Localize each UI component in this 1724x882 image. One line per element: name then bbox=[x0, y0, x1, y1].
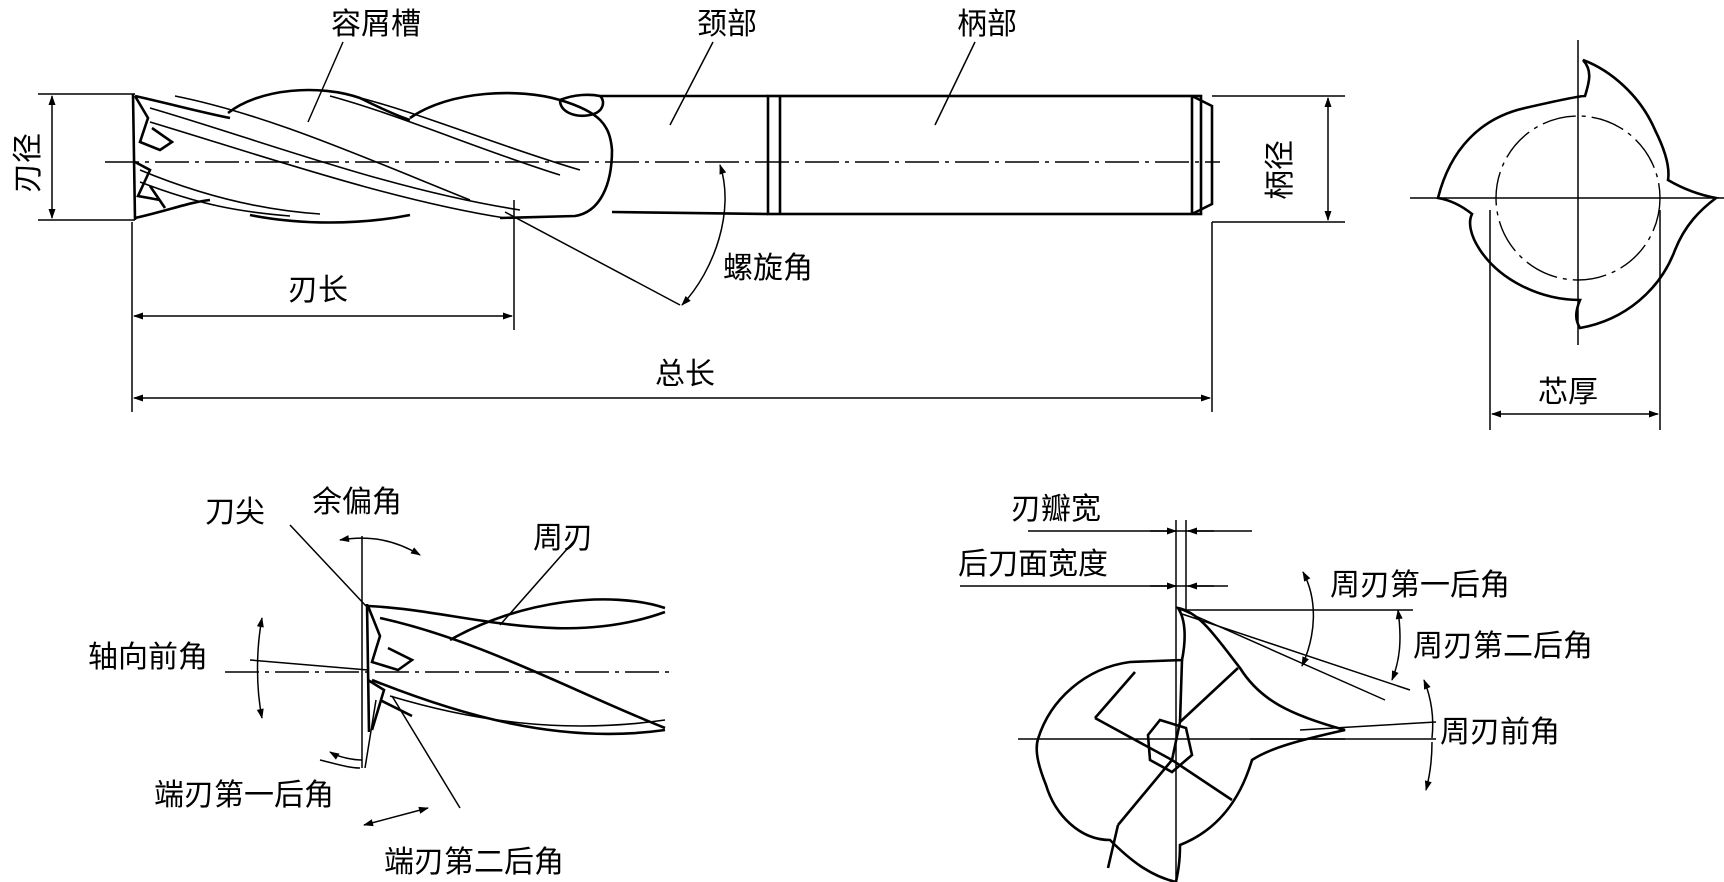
leader-axial-rake bbox=[249, 659, 369, 671]
label-length-of-cut: 刃长 bbox=[288, 273, 348, 308]
label-clearance-face-width: 后刀面宽度 bbox=[958, 547, 1108, 582]
end-secondary-dim bbox=[363, 806, 429, 827]
end-view bbox=[1410, 40, 1724, 430]
label-land-width: 刃瓣宽 bbox=[1011, 492, 1101, 527]
label-axial-rake-angle: 轴向前角 bbox=[88, 640, 208, 675]
detail-tooth-lower bbox=[367, 678, 413, 731]
label-overall-length: 总长 bbox=[655, 357, 715, 392]
peripheral-secondary-line bbox=[1181, 613, 1411, 691]
helix-line-3 bbox=[174, 95, 471, 201]
label-shank: 柄部 bbox=[957, 7, 1017, 42]
end-view-outline bbox=[1436, 58, 1720, 330]
leader-end-secondary bbox=[391, 695, 461, 809]
leader-tip bbox=[289, 524, 367, 607]
detail-helix-3 bbox=[371, 678, 666, 736]
label-helix-angle: 螺旋角 bbox=[723, 251, 813, 286]
end-primary-arc-2 bbox=[329, 751, 363, 761]
peripheral-secondary-arc bbox=[1391, 609, 1403, 681]
label-flute: 容屑槽 bbox=[331, 7, 421, 42]
helix-line-1 bbox=[149, 107, 521, 211]
peripheral-rake-arc bbox=[1423, 679, 1434, 739]
leader-peripheral-edge bbox=[499, 539, 576, 626]
detail-helix-2 bbox=[379, 616, 666, 730]
helix-angle-arc bbox=[681, 164, 727, 306]
label-end-primary-clearance: 端刃第一后角 bbox=[154, 778, 334, 813]
label-dish-angle: 余偏角 bbox=[312, 485, 402, 520]
label-shank-diameter: 柄径 bbox=[1263, 140, 1298, 200]
helix-line-4 bbox=[329, 95, 561, 176]
label-peripheral-primary-clearance: 周刃第一后角 bbox=[1330, 568, 1510, 603]
helix-line-2 bbox=[149, 121, 506, 219]
cs-facet-lines bbox=[1094, 659, 1239, 869]
leader-neck bbox=[669, 41, 714, 126]
leader-shank bbox=[934, 41, 976, 126]
label-neck: 颈部 bbox=[697, 7, 757, 42]
leader-flute bbox=[307, 41, 344, 123]
label-cutting-diameter: 刃径 bbox=[11, 133, 46, 193]
shank-end-chamfer bbox=[1191, 94, 1214, 216]
detail-helix-1 bbox=[367, 604, 666, 630]
core-circle bbox=[1495, 115, 1661, 281]
peripheral-primary-arc bbox=[1301, 571, 1315, 667]
label-tip: 刀尖 bbox=[205, 495, 265, 530]
leader-end-primary bbox=[364, 699, 377, 769]
end-detail-view bbox=[225, 524, 670, 827]
detail-helix-5 bbox=[389, 695, 666, 727]
label-peripheral-edge: 周刃 bbox=[533, 521, 593, 556]
side-view bbox=[38, 41, 1345, 412]
dish-angle-arc bbox=[339, 535, 421, 556]
helix-line-7 bbox=[139, 181, 291, 217]
peripheral-rake-line bbox=[1299, 721, 1437, 731]
peripheral-rake-arc-2 bbox=[1424, 741, 1433, 791]
end-tooth-lower bbox=[134, 160, 167, 209]
end-primary-arc bbox=[319, 759, 361, 769]
detail-helix-4 bbox=[449, 598, 666, 642]
detail-tooth-upper bbox=[366, 605, 415, 672]
axial-rake-arc bbox=[256, 617, 264, 719]
cross-section-detail bbox=[960, 520, 1437, 882]
label-peripheral-secondary-clearance: 周刃第二后角 bbox=[1413, 629, 1593, 664]
label-end-secondary-clearance: 端刃第二后角 bbox=[384, 845, 564, 880]
detail-end-face bbox=[365, 603, 371, 733]
cs-outline bbox=[1035, 606, 1346, 882]
helix-angle-line bbox=[504, 211, 681, 306]
helix-line-6 bbox=[139, 169, 321, 215]
shank-outline bbox=[766, 94, 1203, 216]
label-core-thickness: 芯厚 bbox=[1538, 375, 1598, 410]
label-peripheral-rake-angle: 周刃前角 bbox=[1440, 715, 1560, 750]
helix-line-5 bbox=[344, 93, 581, 171]
cs-inner-core bbox=[1146, 718, 1194, 774]
end-tooth-upper bbox=[133, 95, 175, 152]
